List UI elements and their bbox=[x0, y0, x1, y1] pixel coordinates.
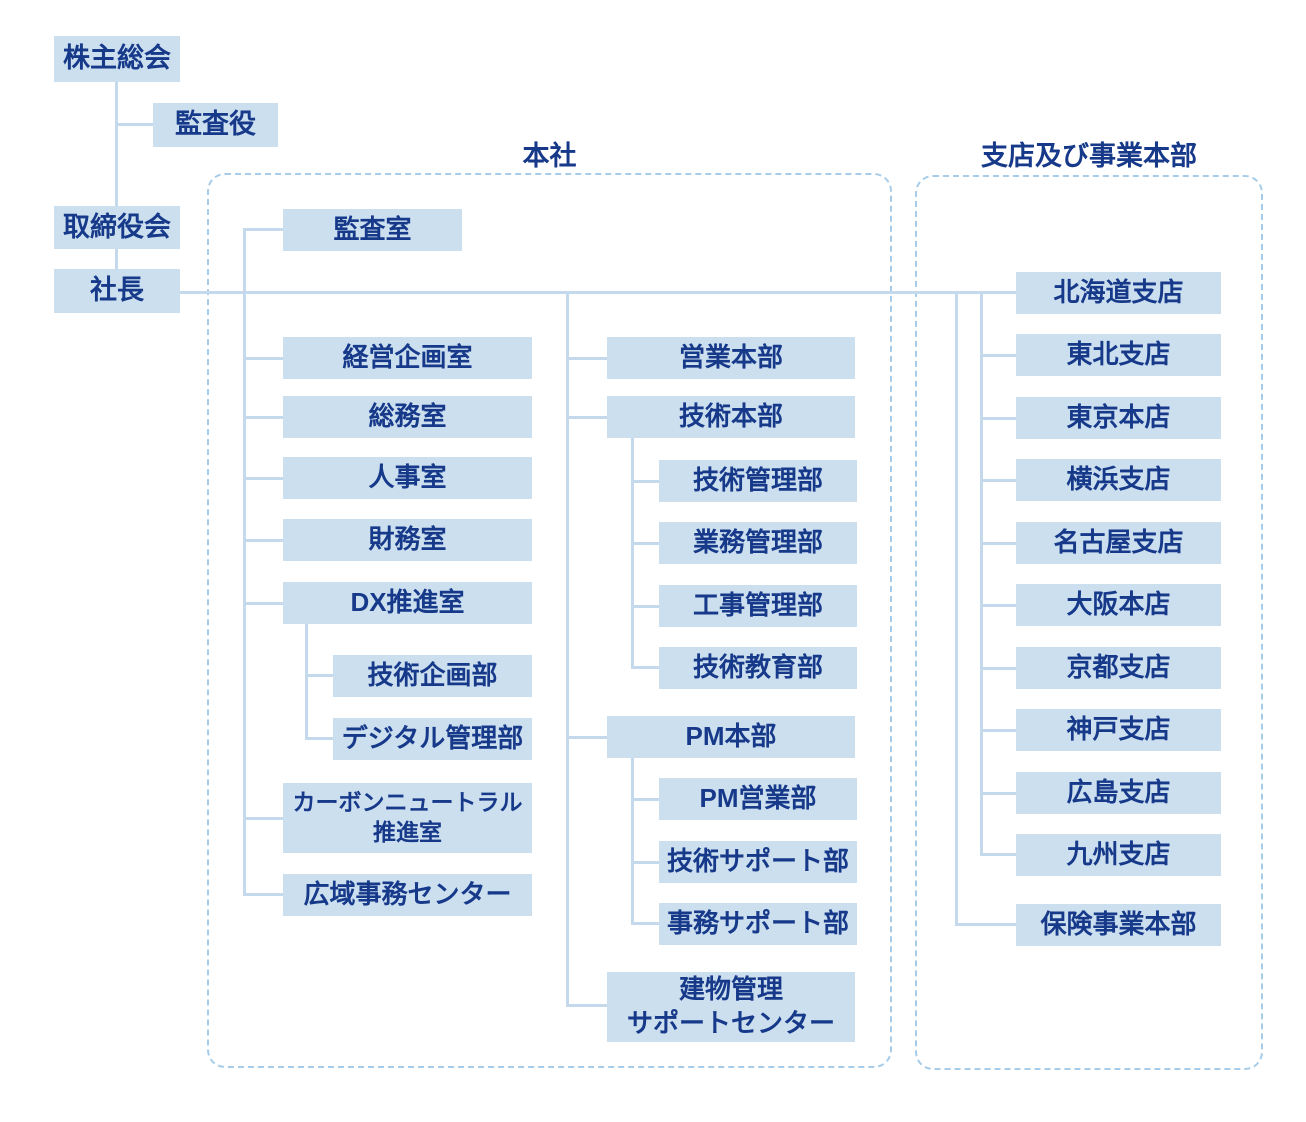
node-kyushu-branch: 九州支店 bbox=[1016, 834, 1221, 876]
connector-kyushu bbox=[980, 853, 1016, 856]
connector-board-president bbox=[115, 248, 118, 269]
connector-president-main bbox=[180, 291, 1016, 294]
connector-trunk-mid bbox=[566, 291, 569, 1007]
connector-tohoku bbox=[980, 354, 1016, 357]
connector-yokohama bbox=[980, 479, 1016, 482]
connector-hiroshima bbox=[980, 792, 1016, 795]
connector-trunk-branches-outer bbox=[955, 291, 958, 925]
group-title-head-office: 本社 bbox=[522, 141, 577, 171]
connector-auditor bbox=[117, 123, 153, 126]
node-tech-support-dept: 技術サポート部 bbox=[659, 841, 857, 883]
connector-engineering-hq bbox=[566, 416, 607, 419]
node-management-planning-office: 経営企画室 bbox=[283, 337, 532, 379]
node-board-of-directors: 取締役会 bbox=[54, 206, 180, 249]
connector-osaka bbox=[980, 604, 1016, 607]
connector-trunk-pm bbox=[631, 758, 634, 925]
node-tech-planning-dept: 技術企画部 bbox=[333, 655, 532, 697]
node-dx-promotion-office: DX推進室 bbox=[283, 582, 532, 624]
node-osaka-main-branch: 大阪本店 bbox=[1016, 584, 1221, 626]
node-shareholders-meeting: 株主総会 bbox=[54, 36, 180, 82]
node-kyoto-branch: 京都支店 bbox=[1016, 647, 1221, 689]
connector-hr bbox=[243, 477, 283, 480]
connector-wide-area bbox=[243, 893, 283, 896]
node-general-affairs-office: 総務室 bbox=[283, 396, 532, 438]
node-kobe-branch: 神戸支店 bbox=[1016, 709, 1221, 751]
node-tech-education-dept: 技術教育部 bbox=[659, 647, 857, 689]
connector-carbon-neutral bbox=[243, 817, 283, 820]
node-nagoya-branch: 名古屋支店 bbox=[1016, 522, 1221, 564]
connector-trunk-left bbox=[243, 228, 246, 895]
node-insurance-business-hq: 保険事業本部 bbox=[1016, 904, 1221, 946]
node-engineering-hq: 技術本部 bbox=[607, 396, 855, 438]
connector-shareholders-board bbox=[115, 82, 118, 206]
group-branches bbox=[915, 175, 1263, 1070]
node-finance-office: 財務室 bbox=[283, 519, 532, 561]
node-pm-hq: PM本部 bbox=[607, 716, 855, 758]
node-operations-mgmt-dept: 業務管理部 bbox=[659, 522, 857, 564]
connector-operations-mgmt bbox=[631, 542, 659, 545]
connector-dx bbox=[243, 602, 283, 605]
node-building-mgmt-support-center: 建物管理 サポートセンター bbox=[607, 972, 855, 1042]
connector-tech-mgmt bbox=[631, 480, 659, 483]
connector-building-center bbox=[566, 1004, 607, 1007]
connector-pm-sales bbox=[631, 798, 659, 801]
node-carbon-neutral-office: カーボンニュートラル 推進室 bbox=[283, 783, 532, 853]
node-tokyo-main-branch: 東京本店 bbox=[1016, 397, 1221, 439]
connector-construction-mgmt bbox=[631, 605, 659, 608]
node-digital-mgmt-dept: デジタル管理部 bbox=[333, 718, 532, 760]
connector-tech-planning bbox=[305, 674, 333, 677]
connector-tech-education bbox=[631, 666, 659, 669]
group-title-branches: 支店及び事業本部 bbox=[981, 141, 1197, 171]
node-construction-mgmt-dept: 工事管理部 bbox=[659, 585, 857, 627]
node-hokkaido-branch: 北海道支店 bbox=[1016, 272, 1221, 314]
group-head-office bbox=[207, 173, 892, 1068]
connector-insurance bbox=[955, 923, 1016, 926]
node-audit-office: 監査室 bbox=[283, 209, 462, 251]
node-yokohama-branch: 横浜支店 bbox=[1016, 459, 1221, 501]
connector-trunk-dx bbox=[305, 624, 308, 739]
connector-audit-office bbox=[243, 228, 283, 231]
connector-finance bbox=[243, 539, 283, 542]
connector-tokyo bbox=[980, 417, 1016, 420]
node-auditor: 監査役 bbox=[153, 103, 278, 147]
connector-pm-hq bbox=[566, 736, 607, 739]
node-admin-support-dept: 事務サポート部 bbox=[659, 903, 857, 945]
connector-management-planning bbox=[243, 357, 283, 360]
connector-kyoto bbox=[980, 667, 1016, 670]
node-hr-office: 人事室 bbox=[283, 457, 532, 499]
connector-tech-support bbox=[631, 861, 659, 864]
connector-trunk-engineering bbox=[631, 438, 634, 668]
connector-kobe bbox=[980, 729, 1016, 732]
connector-digital-mgmt bbox=[305, 737, 333, 740]
connector-trunk-branches-inner bbox=[980, 291, 983, 855]
connector-admin-support bbox=[631, 922, 659, 925]
node-pm-sales-dept: PM営業部 bbox=[659, 778, 857, 820]
node-sales-hq: 営業本部 bbox=[607, 337, 855, 379]
node-wide-area-admin-center: 広域事務センター bbox=[283, 874, 532, 916]
node-tech-mgmt-dept: 技術管理部 bbox=[659, 460, 857, 502]
connector-nagoya bbox=[980, 542, 1016, 545]
node-president: 社長 bbox=[54, 269, 180, 313]
node-hiroshima-branch: 広島支店 bbox=[1016, 772, 1221, 814]
connector-sales-hq bbox=[566, 357, 607, 360]
connector-general-affairs bbox=[243, 416, 283, 419]
node-tohoku-branch: 東北支店 bbox=[1016, 334, 1221, 376]
